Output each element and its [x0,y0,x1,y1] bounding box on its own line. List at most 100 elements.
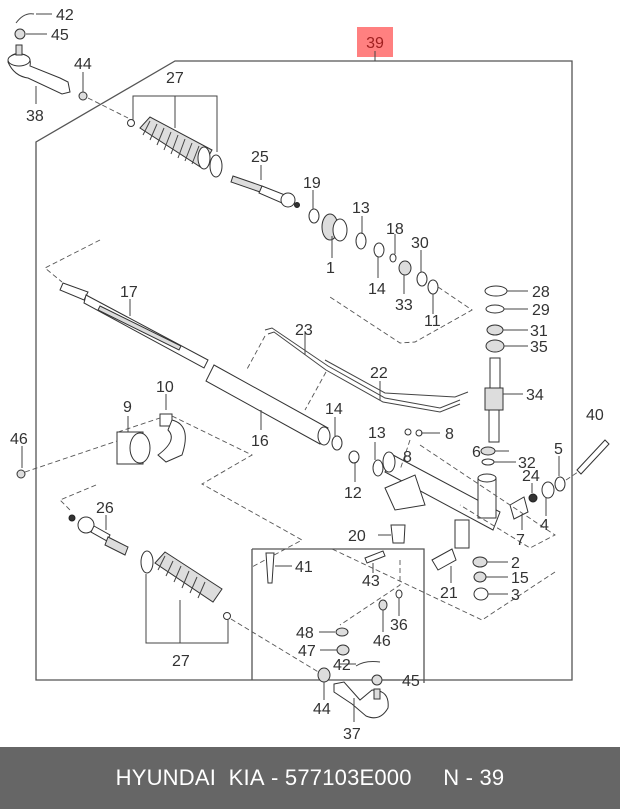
label-34[interactable]: 34 [526,387,544,404]
label-22[interactable]: 22 [370,365,388,382]
label-46-right[interactable]: 46 [373,633,391,650]
tie-rod-end-outer-right[interactable] [333,681,389,719]
label-35[interactable]: 35 [530,339,548,356]
bellows-boot-bottom [154,551,223,603]
separator: - [264,765,285,790]
washer-48 [335,627,349,637]
cap-3 [473,587,489,601]
label-6[interactable]: 6 [472,444,481,461]
split-pin-top [15,13,35,24]
label-21[interactable]: 21 [440,585,458,602]
bushing-21 [431,548,457,571]
seal-12 [348,450,360,464]
seal-33 [398,260,412,276]
label-12[interactable]: 12 [344,485,362,502]
label-15[interactable]: 15 [511,570,529,587]
label-7[interactable]: 7 [516,532,525,549]
label-14-top[interactable]: 14 [368,281,386,298]
label-26[interactable]: 26 [96,500,114,517]
label-27-bottom[interactable]: 27 [172,653,190,670]
label-24[interactable]: 24 [522,468,540,485]
page-reference: N - 39 [443,765,505,790]
label-47[interactable]: 47 [298,643,316,660]
boot-band-bottom [140,550,154,574]
nut-46-right [378,599,388,611]
label-29[interactable]: 29 [532,302,550,319]
o-ring-8a [404,428,412,436]
footer-caption: HYUNDAI KIA - 577103E000 N - 39 [0,747,620,809]
brand-name: HYUNDAI KIA [115,765,265,790]
spacer [412,765,444,791]
boot-band-top [209,154,223,178]
label-10[interactable]: 10 [156,379,174,396]
label-11[interactable]: 11 [424,313,441,330]
spring-24 [528,493,538,503]
label-3[interactable]: 3 [511,587,520,604]
label-13-top[interactable]: 13 [352,200,370,217]
label-2[interactable]: 2 [511,555,520,572]
castle-nut-top [14,28,26,40]
pinion-shaft-34 [484,357,504,443]
label-13-bottom[interactable]: 13 [368,425,386,442]
label-18[interactable]: 18 [386,221,404,238]
label-43[interactable]: 43 [362,573,380,590]
label-8-right[interactable]: 8 [445,426,454,443]
adjuster-4 [541,481,555,499]
cylinder-tube-16 [205,364,331,446]
label-4[interactable]: 4 [540,517,549,534]
label-8-left[interactable]: 8 [403,449,412,466]
bolt-40 [576,439,610,475]
assembly-number-badge[interactable]: 39 [357,27,393,61]
steering-gear-exploded-diagram: 39 [7,7,610,743]
label-36[interactable]: 36 [390,617,408,634]
feed-tube-23 [264,327,461,413]
gear-housing [382,451,501,549]
seal-32 [481,458,495,466]
label-25[interactable]: 25 [251,149,269,166]
label-33[interactable]: 33 [395,297,413,314]
label-38[interactable]: 38 [26,108,44,125]
label-20[interactable]: 20 [348,528,366,545]
label-5[interactable]: 5 [554,441,563,458]
feed-tube-22 [324,359,469,398]
label-14-bottom[interactable]: 14 [325,401,343,418]
label-44-top[interactable]: 44 [74,56,92,73]
label-9[interactable]: 9 [123,399,132,416]
label-46-left[interactable]: 46 [10,431,28,448]
inner-tie-rod-top [230,175,300,208]
label-42-bottom[interactable]: 42 [333,657,351,674]
label-19[interactable]: 19 [303,175,321,192]
boot-clip-small-top [127,119,135,127]
label-37[interactable]: 37 [343,726,361,743]
bolt-43 [364,550,386,564]
inner-tie-rod-bottom [68,514,129,556]
label-42-top[interactable]: 42 [56,7,74,24]
label-32[interactable]: 32 [518,455,536,472]
label-1[interactable]: 1 [326,260,335,277]
lock-nut-5 [554,476,566,492]
split-pin-bottom [355,661,381,667]
leader-lines [21,13,560,722]
label-48[interactable]: 48 [296,625,314,642]
label-40[interactable]: 40 [586,407,604,424]
bushing-19 [308,208,320,224]
label-44-bottom[interactable]: 44 [313,701,331,718]
part-labels: 42 45 44 38 27 25 19 13 1 18 30 14 33 11… [10,7,604,743]
castle-nut-bottom [371,674,383,686]
label-45-top[interactable]: 45 [51,27,69,44]
label-17[interactable]: 17 [120,284,138,301]
tie-rod-end-outer-left[interactable] [7,44,71,95]
label-41[interactable]: 41 [295,559,313,576]
label-30[interactable]: 30 [411,235,429,252]
o-ring-13-bottom [372,459,384,477]
washer-28 [484,285,508,297]
assembly-frame [35,60,573,681]
label-23[interactable]: 23 [295,322,313,339]
label-16[interactable]: 16 [251,433,269,450]
label-28[interactable]: 28 [532,284,550,301]
label-27-top[interactable]: 27 [166,70,184,87]
label-45-bottom[interactable]: 45 [402,673,420,690]
label-31[interactable]: 31 [530,323,548,340]
rack-bar-17 [59,282,209,369]
bolt-41 [265,552,275,584]
